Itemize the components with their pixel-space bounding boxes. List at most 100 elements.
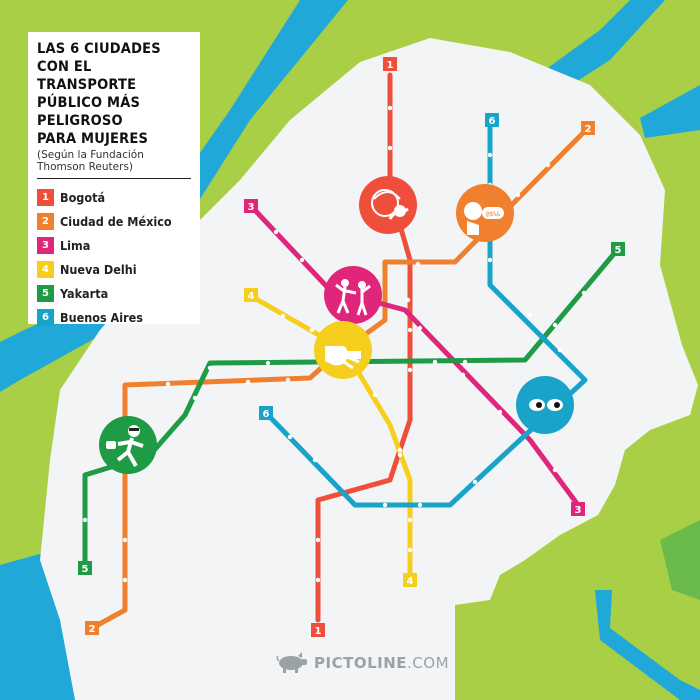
station-dot bbox=[460, 372, 466, 378]
station-dot bbox=[265, 360, 271, 366]
city-label: Buenos Aires bbox=[60, 309, 143, 325]
line-3-terminal-badge: 3 bbox=[244, 199, 258, 213]
terminal-square bbox=[611, 242, 625, 256]
city-label: Yakarta bbox=[60, 285, 109, 301]
line-1-terminal-badge: 1 bbox=[383, 57, 397, 71]
line-badge: 6 bbox=[37, 308, 54, 326]
legend-panel: LAS 6 CIUDADES CON EL TRANSPORTE PÚBLICO… bbox=[28, 32, 200, 326]
legend-item-yakarta: 5 Yakarta bbox=[37, 281, 191, 305]
brand-bold: PICTOLINE bbox=[314, 654, 408, 672]
line-badge: 2 bbox=[37, 212, 54, 230]
station-dot bbox=[407, 517, 413, 523]
line-badge: 3 bbox=[37, 236, 54, 254]
station-dot bbox=[82, 517, 88, 523]
metro-line-6 bbox=[265, 117, 588, 508]
line-4-terminal-badge: 4 bbox=[403, 573, 417, 587]
terminal-number: 5 bbox=[615, 245, 622, 256]
station-dot bbox=[515, 192, 521, 198]
station-dot bbox=[432, 359, 438, 365]
terminal-square bbox=[485, 113, 499, 127]
line-6-terminal-badge: 6 bbox=[259, 406, 273, 420]
station-dot bbox=[299, 257, 305, 263]
incident-icons: @$%& bbox=[99, 176, 574, 474]
legend-item-buenos-aires: 6 Buenos Aires bbox=[37, 305, 191, 329]
terminal-number: 3 bbox=[248, 202, 255, 213]
terminal-number: 4 bbox=[407, 576, 414, 587]
station-dot bbox=[287, 434, 293, 440]
terminal-number: 1 bbox=[387, 60, 394, 71]
river-right bbox=[640, 85, 700, 138]
line-1-terminal-badge: 1 bbox=[311, 623, 325, 637]
city-label: Lima bbox=[60, 237, 91, 253]
river-bottom-right bbox=[595, 590, 700, 700]
station-dot bbox=[315, 577, 321, 583]
line-badge: 1 bbox=[37, 188, 54, 206]
legend-list: 1 Bogotá 2 Ciudad de México 3 Lima 4 Nue… bbox=[37, 185, 191, 329]
thief-running-icon bbox=[99, 416, 157, 474]
peeping-eyes-icon bbox=[516, 376, 574, 434]
terminal-square bbox=[311, 623, 325, 637]
station-dot bbox=[462, 359, 468, 365]
pig-logo-icon bbox=[276, 652, 307, 673]
station-dot bbox=[407, 327, 413, 333]
city-label: Bogotá bbox=[60, 189, 106, 205]
station-dot bbox=[545, 162, 551, 168]
station-dot bbox=[552, 467, 558, 473]
grabbing-hand-icon bbox=[314, 321, 372, 379]
terminal-number: 2 bbox=[89, 624, 96, 635]
station-dot bbox=[397, 447, 403, 453]
station-dot bbox=[273, 229, 279, 235]
shouting-profanity-icon: @$%& bbox=[456, 184, 514, 242]
station-dot bbox=[487, 152, 493, 158]
station-dot bbox=[122, 577, 128, 583]
line-4-terminal-badge: 4 bbox=[244, 288, 258, 302]
metro-line-4 bbox=[248, 293, 413, 581]
metro-line-5 bbox=[82, 246, 621, 568]
legend-item-lima: 3 Lima bbox=[37, 233, 191, 257]
station-dot bbox=[497, 409, 503, 415]
station-dot bbox=[285, 377, 291, 383]
station-dot bbox=[387, 105, 393, 111]
terminal-square bbox=[403, 573, 417, 587]
station-dot bbox=[581, 290, 587, 296]
terminal-number: 5 bbox=[82, 564, 89, 575]
line-badge: 4 bbox=[37, 260, 54, 278]
harassment-scene-icon bbox=[324, 266, 382, 324]
line-2-terminal-badge: 2 bbox=[85, 621, 99, 635]
station-dot bbox=[487, 257, 493, 263]
head-silhouette bbox=[40, 38, 698, 700]
station-dot bbox=[122, 537, 128, 543]
station-dot bbox=[309, 327, 315, 333]
terminal-square bbox=[244, 199, 258, 213]
station-dot bbox=[407, 547, 413, 553]
line-badge: 5 bbox=[37, 284, 54, 302]
legend-item-bogota: 1 Bogotá bbox=[37, 185, 191, 209]
line-2-terminal-badge: 2 bbox=[581, 121, 595, 135]
line-6-terminal-badge: 6 bbox=[485, 113, 499, 127]
station-dot bbox=[417, 325, 423, 331]
terminal-number: 6 bbox=[489, 116, 496, 127]
terminal-number: 3 bbox=[575, 505, 582, 516]
terminal-square bbox=[581, 121, 595, 135]
terminal-number: 4 bbox=[248, 291, 255, 302]
city-label: Ciudad de México bbox=[60, 213, 172, 229]
legend-item-ciudad-de-mexico: 2 Ciudad de México bbox=[37, 209, 191, 233]
station-dot bbox=[472, 479, 478, 485]
station-dot bbox=[417, 502, 423, 508]
terminal-square bbox=[259, 406, 273, 420]
line-3-terminal-badge: 3 bbox=[571, 502, 585, 516]
station-dot bbox=[397, 452, 403, 458]
terminal-number: 1 bbox=[315, 626, 322, 637]
terminal-square bbox=[244, 288, 258, 302]
brand-light: .COM bbox=[407, 654, 450, 672]
station-dot bbox=[192, 395, 198, 401]
line-endpoints: 1 1 2 2 3 3 4 4 5 5 6 6 bbox=[78, 57, 625, 637]
terminal-square bbox=[383, 57, 397, 71]
station-dot bbox=[312, 457, 318, 463]
city-label: Nueva Delhi bbox=[60, 261, 137, 277]
pictoline-brand[interactable]: PICTOLINE.COM bbox=[276, 652, 449, 674]
station-dot bbox=[372, 392, 378, 398]
station-dot bbox=[527, 312, 533, 318]
hand-over-mouth-woman-icon bbox=[359, 176, 417, 234]
